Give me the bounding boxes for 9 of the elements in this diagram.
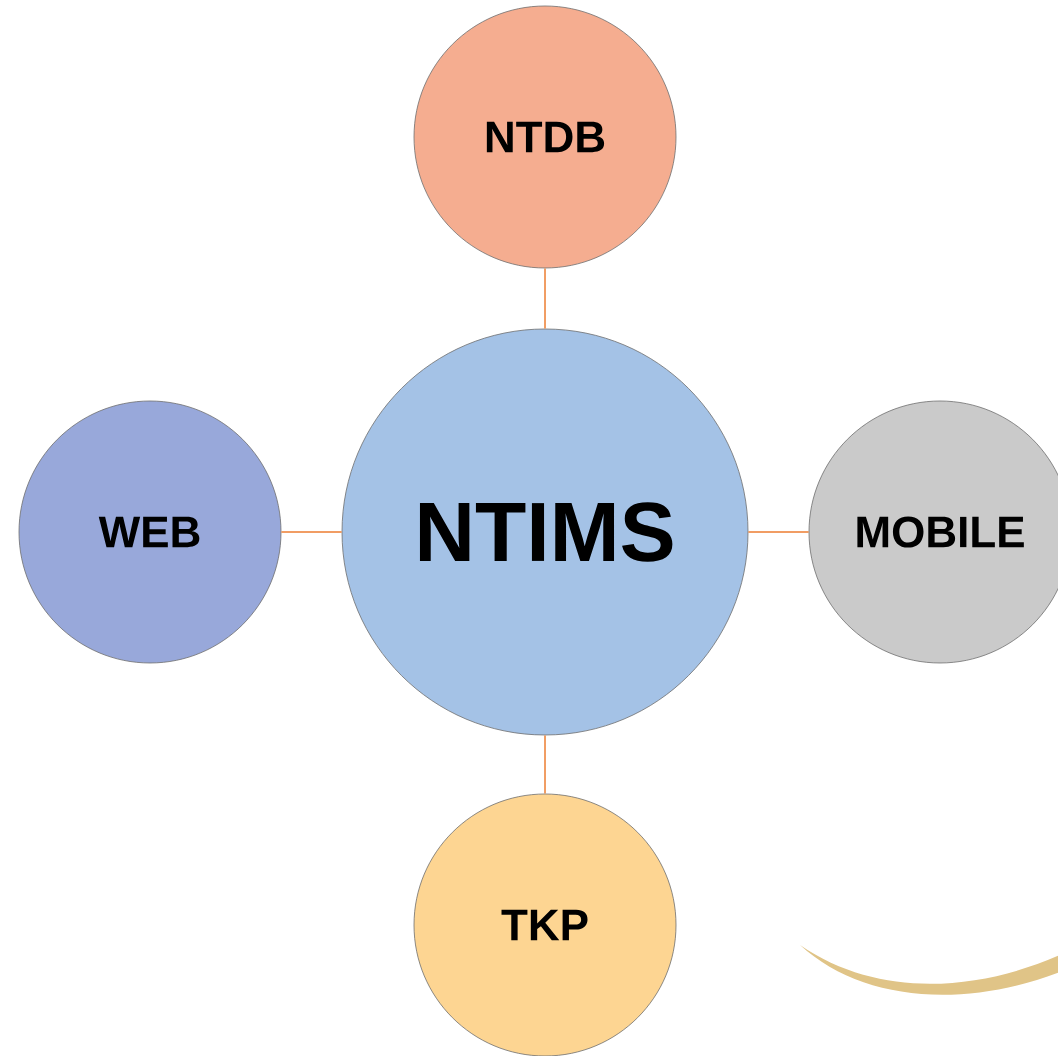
connector-line: [544, 734, 546, 795]
connector-line: [544, 267, 546, 330]
connector-line: [747, 531, 810, 533]
circle-node: NTIMS: [341, 328, 749, 736]
circle-node: WEB: [18, 400, 282, 664]
connector-line: [280, 531, 343, 533]
circle-node: MOBILE: [808, 400, 1058, 664]
circle-node: NTDB: [413, 5, 677, 269]
circle-node: TKP: [413, 793, 677, 1056]
